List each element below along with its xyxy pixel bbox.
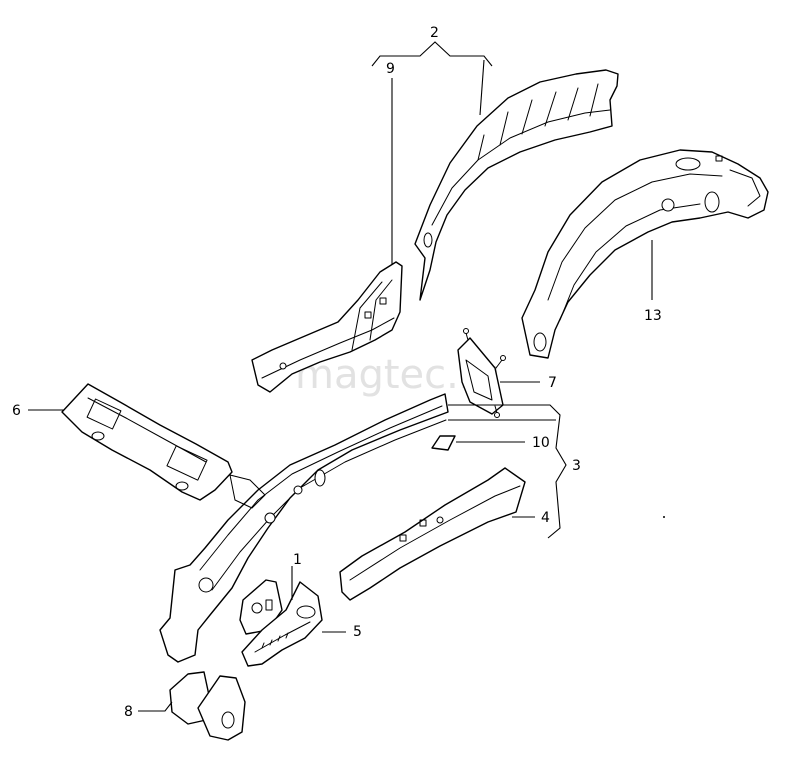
part-4-sill-reinforcement — [339, 467, 526, 601]
part-5-rear-bracket — [241, 581, 323, 667]
callout-1: 1 — [293, 552, 302, 568]
part-7-mounting-bracket — [457, 328, 506, 418]
callout-6: 6 — [12, 403, 21, 419]
part-9-floor-reinforcement — [251, 261, 403, 393]
part-13-wheel-arch-lower — [521, 149, 769, 359]
callout-3: 3 — [572, 458, 581, 474]
stray-dot — [663, 516, 665, 518]
callout-4: 4 — [541, 510, 550, 526]
leader-lines — [28, 41, 653, 712]
callout-13: 13 — [644, 308, 662, 324]
part-8-bracket-pair — [169, 671, 246, 741]
callout-labels: 1 2 3 4 5 6 7 8 9 10 13 — [12, 25, 662, 720]
callout-9: 9 — [386, 61, 395, 77]
callout-8: 8 — [124, 704, 133, 720]
callout-7: 7 — [548, 375, 557, 391]
callout-5: 5 — [353, 624, 362, 640]
callout-10: 10 — [532, 435, 550, 451]
part-10-small-plate — [431, 435, 456, 451]
callout-2: 2 — [430, 25, 439, 41]
part-2-wheel-arch-upper — [414, 69, 619, 301]
part-6-crossmember — [61, 383, 233, 501]
part-3-longitudinal-member — [159, 393, 449, 663]
